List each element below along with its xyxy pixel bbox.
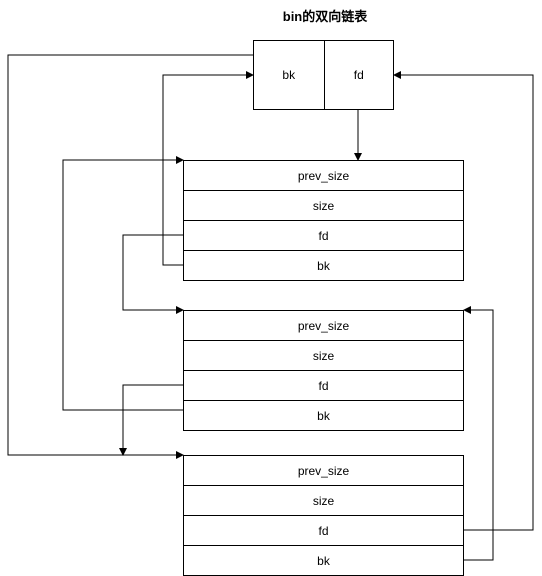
chunk-1-prev-size: prev_size xyxy=(297,168,350,183)
diagram-title: bin的双向链表 xyxy=(282,9,368,24)
chunk-1: prev_size size fd bk xyxy=(183,160,464,281)
arrow-chunk1-bk-to-bin xyxy=(162,71,254,266)
arrow-chunk1-fd-to-chunk2 xyxy=(122,234,184,314)
chunk-2: prev_size size fd bk xyxy=(183,310,464,431)
chunk-2-prev-size: prev_size xyxy=(297,318,350,333)
arrow-chunk2-fd-to-chunk3 xyxy=(119,384,183,456)
chunk-3-prev-size: prev_size xyxy=(297,463,350,478)
chunk-2-bk: bk xyxy=(184,400,463,430)
arrow-chunk3-bk-to-chunk2 xyxy=(463,306,494,561)
chunk-1-fd: fd xyxy=(184,220,463,250)
arrow-chunk3-fd-to-bin xyxy=(393,71,534,531)
chunk-1-size: size xyxy=(184,190,463,220)
chunk-2-fd: fd xyxy=(184,370,463,400)
arrow-bin-bk-to-chunk3 xyxy=(7,54,253,459)
chunk-1-bk: bk xyxy=(184,250,463,280)
chunk-2-size: size xyxy=(184,340,463,370)
arrow-chunk2-bk-to-chunk1 xyxy=(62,156,184,411)
chunk-3-fd: fd xyxy=(184,515,463,545)
chunk-3: prev_size size fd bk xyxy=(183,455,464,576)
bin-head: bk fd xyxy=(253,40,394,110)
chunk-3-bk: bk xyxy=(184,545,463,575)
bin-fd-field: fd xyxy=(323,41,394,109)
chunk-3-size: size xyxy=(184,485,463,515)
bin-bk-field: bk xyxy=(282,68,296,82)
